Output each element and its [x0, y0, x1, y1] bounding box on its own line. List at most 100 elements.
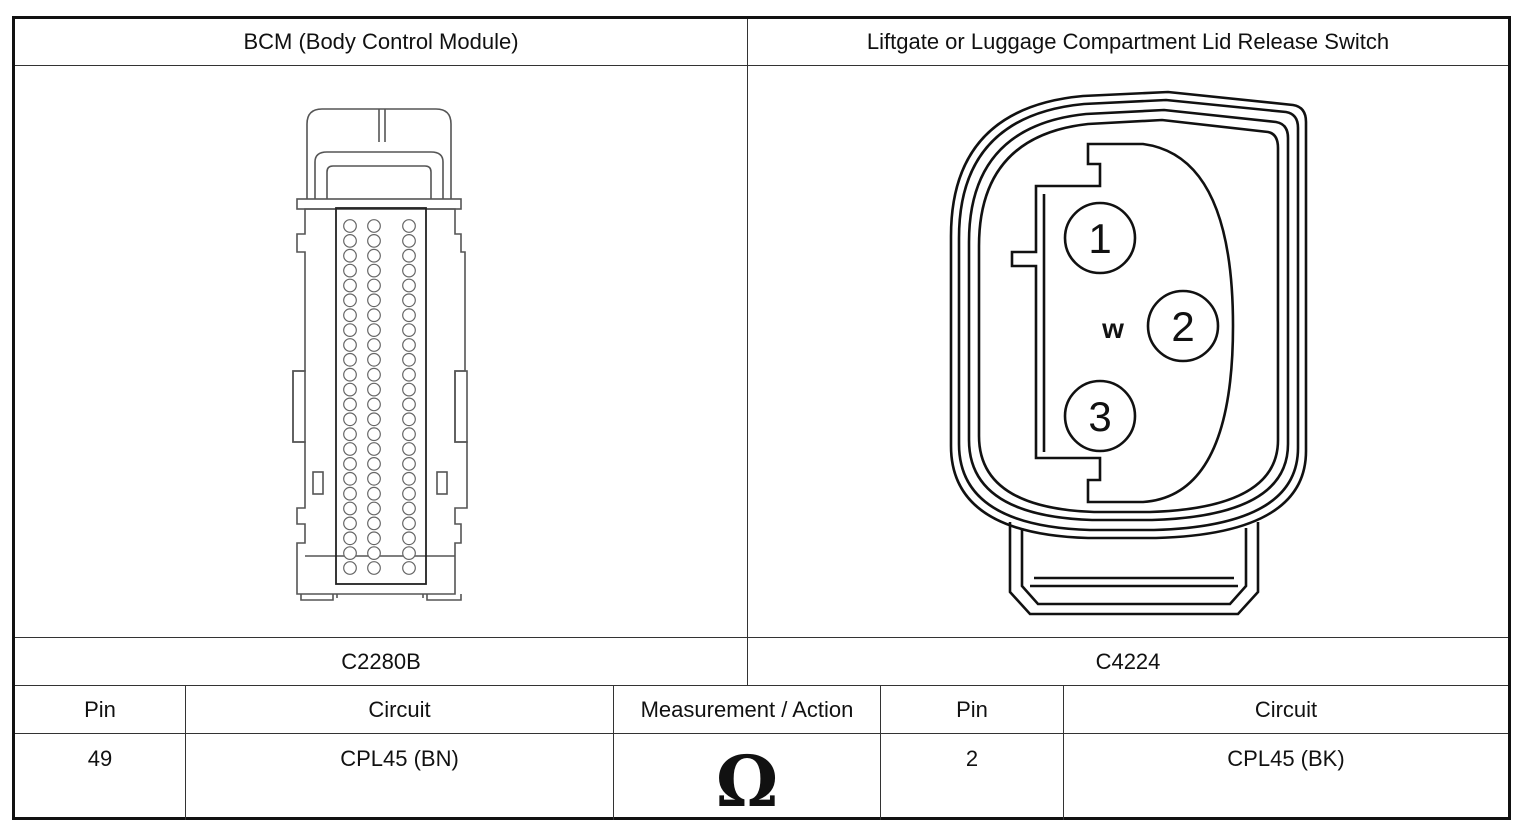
switch-pin-3: 3 — [1063, 379, 1137, 453]
header-circuit-bcm: Circuit — [368, 696, 431, 722]
bcm-pin — [367, 219, 381, 233]
bcm-pin — [402, 248, 416, 263]
bcm-pin — [367, 457, 381, 471]
bcm-pin — [367, 367, 381, 382]
bcm-connector-drawing — [15, 66, 747, 637]
bottom-clip — [1008, 522, 1260, 616]
bcm-pin — [367, 471, 381, 486]
bcm-pin — [402, 397, 416, 412]
bcm-connector-svg — [292, 108, 468, 601]
divider-center — [747, 19, 748, 685]
bcm-pin — [402, 561, 416, 575]
bcm-pin — [367, 308, 381, 323]
divider-title — [15, 65, 1508, 66]
row-circuit-bcm: CPL45 (BN) — [340, 746, 459, 771]
bcm-pin — [343, 233, 357, 248]
bcm-pin — [402, 471, 416, 486]
header-pin-bcm: Pin — [84, 696, 116, 722]
bcm-pin — [343, 486, 357, 501]
bcm-pin — [343, 412, 357, 427]
header-measurement: Measurement / Action — [640, 696, 854, 722]
bcm-pin — [343, 278, 357, 293]
divider-col-1 — [185, 685, 186, 820]
bcm-connector-id: C2280B — [341, 648, 421, 674]
bcm-pin — [343, 501, 357, 516]
bcm-pin — [367, 516, 381, 531]
bcm-pin — [402, 308, 416, 323]
bcm-pin — [343, 427, 357, 442]
housing-outer — [949, 90, 1308, 540]
bcm-pin — [343, 338, 357, 352]
bcm-pin — [402, 367, 416, 382]
bcm-pin — [367, 546, 381, 561]
header-pin-switch: Pin — [956, 696, 988, 722]
switch-connector-drawing: 1 2 3 w — [748, 66, 1508, 637]
bcm-pin — [402, 278, 416, 293]
bcm-pin — [367, 486, 381, 501]
bcm-pin — [402, 293, 416, 308]
bcm-pin — [343, 248, 357, 263]
housing-ring-4 — [977, 118, 1280, 514]
bcm-pin — [367, 412, 381, 427]
bcm-pin — [367, 501, 381, 516]
switch-pin-2: 2 — [1146, 289, 1220, 363]
bcm-pin — [367, 427, 381, 442]
bcm-pin — [343, 308, 357, 323]
bcm-pin — [343, 382, 357, 397]
bcm-pin — [402, 352, 416, 367]
switch-pin-3-label: 3 — [1088, 393, 1111, 440]
bcm-pin — [343, 397, 357, 412]
switch-pin-2-label: 2 — [1171, 303, 1194, 350]
divider-col-2 — [613, 685, 614, 820]
bcm-pin — [343, 471, 357, 486]
divider-col-4 — [1063, 685, 1064, 820]
bcm-pin — [343, 531, 357, 546]
bcm-pin — [402, 457, 416, 471]
bcm-pin — [367, 382, 381, 397]
bcm-pin — [402, 427, 416, 442]
bcm-pin — [343, 293, 357, 308]
bcm-pin — [343, 546, 357, 561]
bcm-pin — [402, 442, 416, 456]
switch-pin-1: 1 — [1063, 201, 1137, 275]
divider-col-3 — [880, 685, 881, 820]
bcm-pin — [343, 457, 357, 471]
row-pin-bcm: 49 — [87, 746, 113, 771]
bcm-pin — [367, 561, 381, 575]
bcm-title: BCM (Body Control Module) — [243, 29, 519, 54]
bcm-pin — [402, 412, 416, 427]
bcm-pin — [343, 516, 357, 531]
bcm-pin — [402, 323, 416, 338]
divider-table-top — [15, 685, 1508, 686]
bcm-pin — [402, 531, 416, 546]
bcm-pin — [367, 233, 381, 248]
divider-connector-id — [15, 637, 1508, 638]
bcm-pin — [402, 486, 416, 501]
ohm-symbol: Ω — [715, 739, 779, 823]
bcm-pin — [367, 397, 381, 412]
bcm-pin — [367, 352, 381, 367]
bcm-pin — [343, 561, 357, 575]
bcm-pin — [367, 338, 381, 352]
bcm-pin — [367, 263, 381, 278]
bcm-pin — [402, 338, 416, 352]
bcm-pin — [367, 442, 381, 456]
switch-connector-id: C4224 — [1095, 648, 1161, 674]
bcm-pin — [402, 233, 416, 248]
switch-connector-svg: 1 2 3 w — [949, 90, 1308, 616]
bcm-pin — [343, 323, 357, 338]
bcm-pin — [367, 293, 381, 308]
switch-title: Liftgate or Luggage Compartment Lid Rele… — [866, 29, 1390, 54]
bcm-pin — [343, 263, 357, 278]
bcm-pin — [402, 546, 416, 561]
bcm-pin — [367, 531, 381, 546]
bcm-pin — [367, 323, 381, 338]
bcm-pin — [402, 219, 416, 233]
bcm-pin — [367, 278, 381, 293]
bcm-pin — [343, 442, 357, 456]
housing-ring-2 — [957, 98, 1300, 532]
bcm-pin-array — [343, 219, 416, 575]
bcm-pin — [402, 263, 416, 278]
bcm-pin — [343, 219, 357, 233]
housing-ring-3 — [967, 108, 1290, 522]
